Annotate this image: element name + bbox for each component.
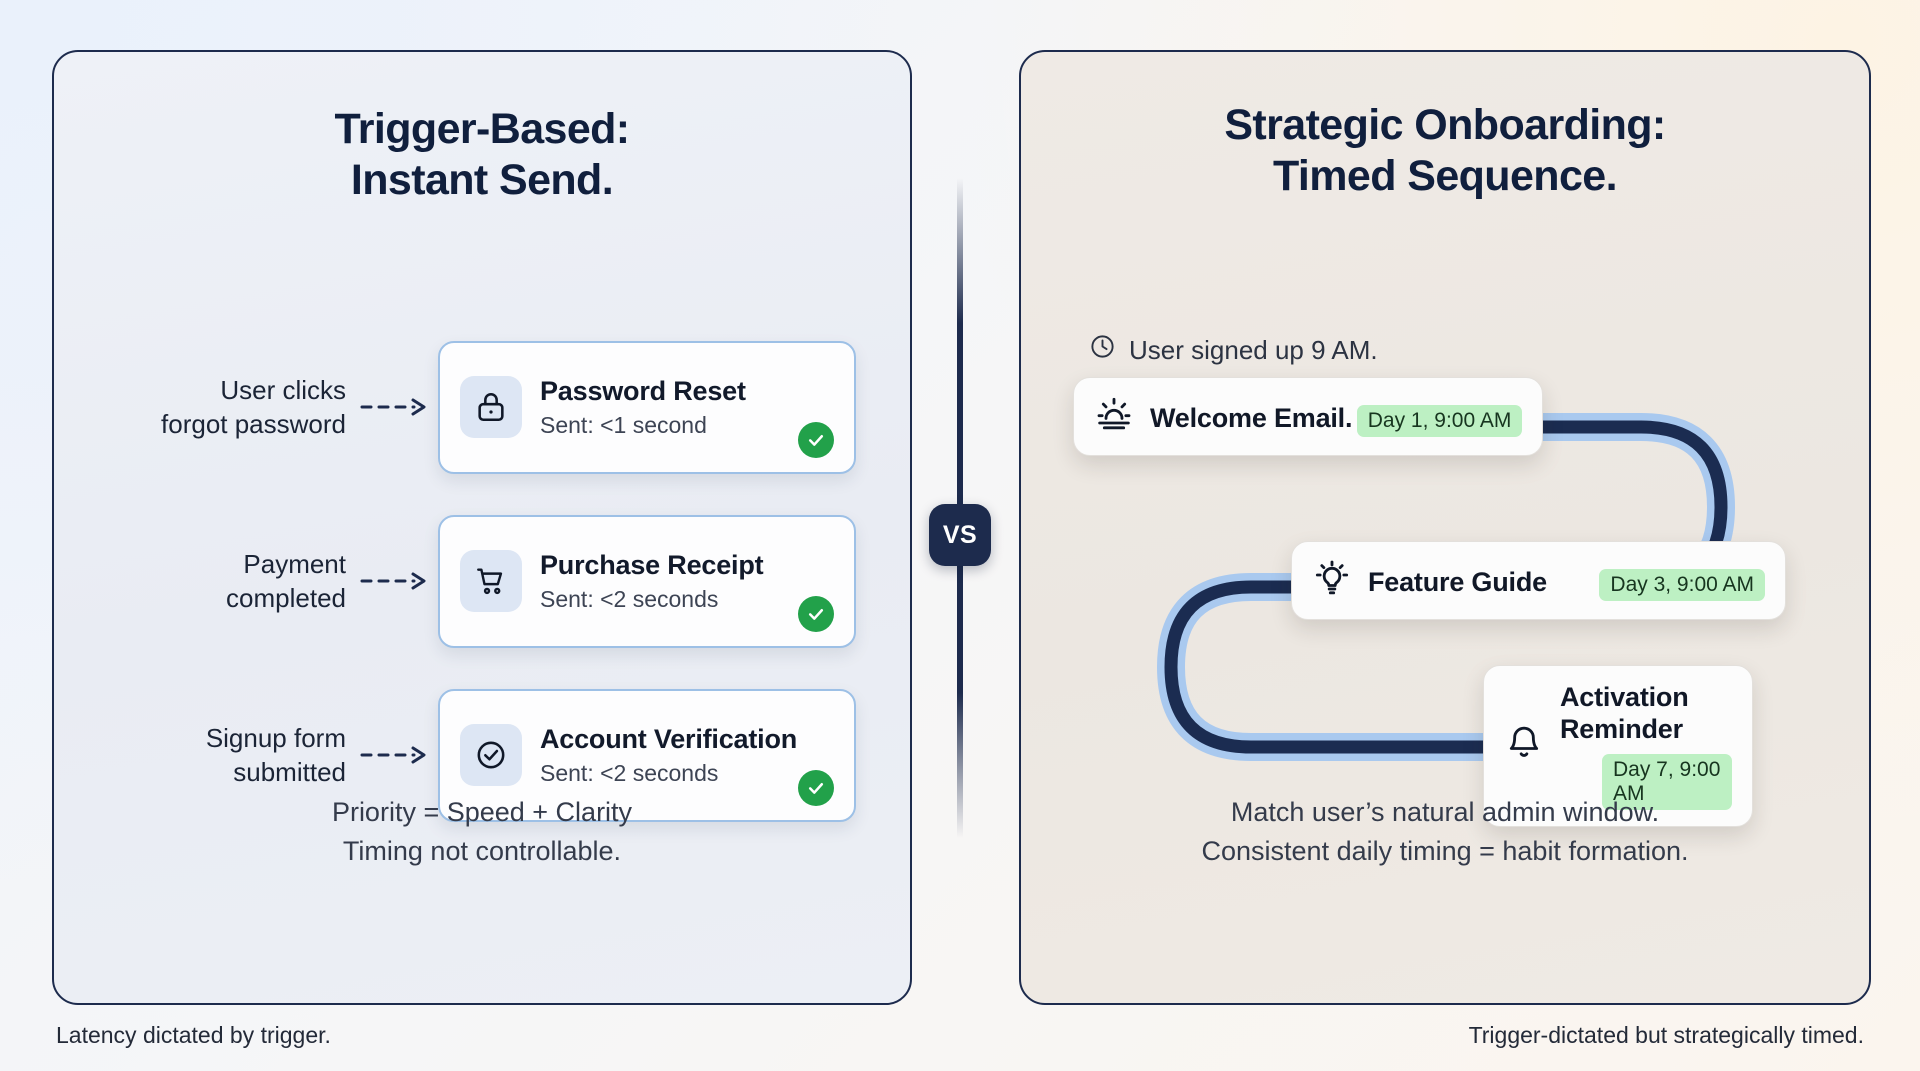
sequence-card-title: Feature Guide <box>1368 566 1547 597</box>
right-summary-line2: Consistent daily timing = habit formatio… <box>1201 835 1689 866</box>
right-panel: Strategic Onboarding: Timed Sequence. Us… <box>1019 50 1871 1005</box>
signup-note-text: User signed up 9 AM. <box>1129 334 1378 365</box>
trigger-row: Signup form submitted <box>54 682 910 828</box>
trigger-list: User clicks forgot password <box>54 334 910 856</box>
right-title-line2: Timed Sequence. <box>1273 151 1617 200</box>
shopping-cart-icon <box>460 550 522 612</box>
event-card-subtitle: Sent: <2 seconds <box>540 759 719 786</box>
sequence-card-activation[interactable]: Activation Reminder Day 7, 9:00 AM <box>1483 665 1753 827</box>
trigger-label: Signup form submitted <box>54 721 354 790</box>
left-panel: Trigger-Based: Instant Send. User clicks… <box>52 50 912 1005</box>
sunrise-icon <box>1094 394 1134 439</box>
trigger-label-line1: Signup form <box>205 722 346 753</box>
footer-note-right: Trigger-dictated but strategically timed… <box>1468 1022 1864 1048</box>
check-circle-icon <box>460 724 522 786</box>
signup-note: User signed up 9 AM. <box>1089 333 1378 367</box>
trigger-row: Payment completed <box>54 508 910 654</box>
event-card-title: Account Verification <box>540 723 798 754</box>
right-title-line1: Strategic Onboarding: <box>1224 101 1666 149</box>
sequence-card-title: Welcome Email. <box>1150 402 1353 433</box>
dashed-arrow-icon <box>354 744 438 766</box>
sequence-card-chip: Day 7, 9:00 AM <box>1602 753 1732 810</box>
right-summary-line1: Match user’s natural admin window. <box>1230 796 1660 827</box>
event-card-subtitle: Sent: <1 second <box>540 411 707 438</box>
left-title-line1: Trigger-Based: <box>334 105 630 153</box>
status-check-icon <box>798 421 834 458</box>
sequence-card-texts: Welcome Email. Day 1, 9:00 AM <box>1150 397 1523 437</box>
trigger-label: User clicks forgot password <box>54 373 354 442</box>
sequence-card-title-line1: Activation <box>1560 682 1689 712</box>
sequence-card-chip: Day 1, 9:00 AM <box>1356 404 1523 437</box>
sequence-card-title: Activation Reminder <box>1560 682 1689 744</box>
vs-badge: VS <box>929 504 991 566</box>
left-title-line2: Instant Send. <box>350 155 614 204</box>
sequence-card-texts: Feature Guide Day 3, 9:00 AM <box>1368 561 1765 601</box>
bell-icon <box>1504 723 1544 768</box>
left-panel-summary: Priority = Speed + Clarity Timing not co… <box>54 793 910 871</box>
trigger-label-line2: completed <box>226 583 346 613</box>
event-card[interactable]: Account Verification Sent: <2 seconds <box>438 688 856 822</box>
event-card[interactable]: Password Reset Sent: <1 second <box>438 340 856 474</box>
right-panel-title: Strategic Onboarding: Timed Sequence. <box>1021 100 1869 201</box>
left-summary-line1: Priority = Speed + Clarity <box>331 796 633 827</box>
event-card[interactable]: Purchase Receipt Sent: <2 seconds <box>438 514 856 648</box>
clock-icon <box>1089 333 1116 367</box>
event-card-title: Password Reset <box>540 375 746 406</box>
trigger-label-line1: User clicks <box>220 374 346 405</box>
dashed-arrow-icon <box>354 570 438 592</box>
event-card-texts: Account Verification Sent: <2 seconds <box>540 724 798 787</box>
event-card-texts: Password Reset Sent: <1 second <box>540 376 798 439</box>
sequence-card-feature[interactable]: Feature Guide Day 3, 9:00 AM <box>1291 541 1786 620</box>
left-summary-line2: Timing not controllable. <box>342 835 622 866</box>
lock-icon <box>460 376 522 438</box>
trigger-label-line2: submitted <box>233 757 346 787</box>
event-card-title: Purchase Receipt <box>540 549 764 580</box>
status-check-icon <box>798 769 834 806</box>
trigger-label-line2: forgot password <box>161 409 346 439</box>
right-panel-summary: Match user’s natural admin window. Consi… <box>1021 793 1869 871</box>
lightbulb-icon <box>1312 558 1352 603</box>
sequence-card-welcome[interactable]: Welcome Email. Day 1, 9:00 AM <box>1073 377 1544 456</box>
dashed-arrow-icon <box>354 396 438 418</box>
status-check-icon <box>798 595 834 632</box>
sequence-card-chip: Day 3, 9:00 AM <box>1599 568 1765 601</box>
event-card-texts: Purchase Receipt Sent: <2 seconds <box>540 550 798 613</box>
event-card-subtitle: Sent: <2 seconds <box>540 585 719 612</box>
sequence-card-title-line2: Reminder <box>1560 713 1683 744</box>
left-panel-title: Trigger-Based: Instant Send. <box>54 104 910 205</box>
trigger-row: User clicks forgot password <box>54 334 910 480</box>
trigger-label-line1: Payment <box>243 548 346 579</box>
trigger-label: Payment completed <box>54 547 354 616</box>
sequence-card-texts: Activation Reminder Day 7, 9:00 AM <box>1560 682 1732 810</box>
footer-note-left: Latency dictated by trigger. <box>56 1022 331 1048</box>
